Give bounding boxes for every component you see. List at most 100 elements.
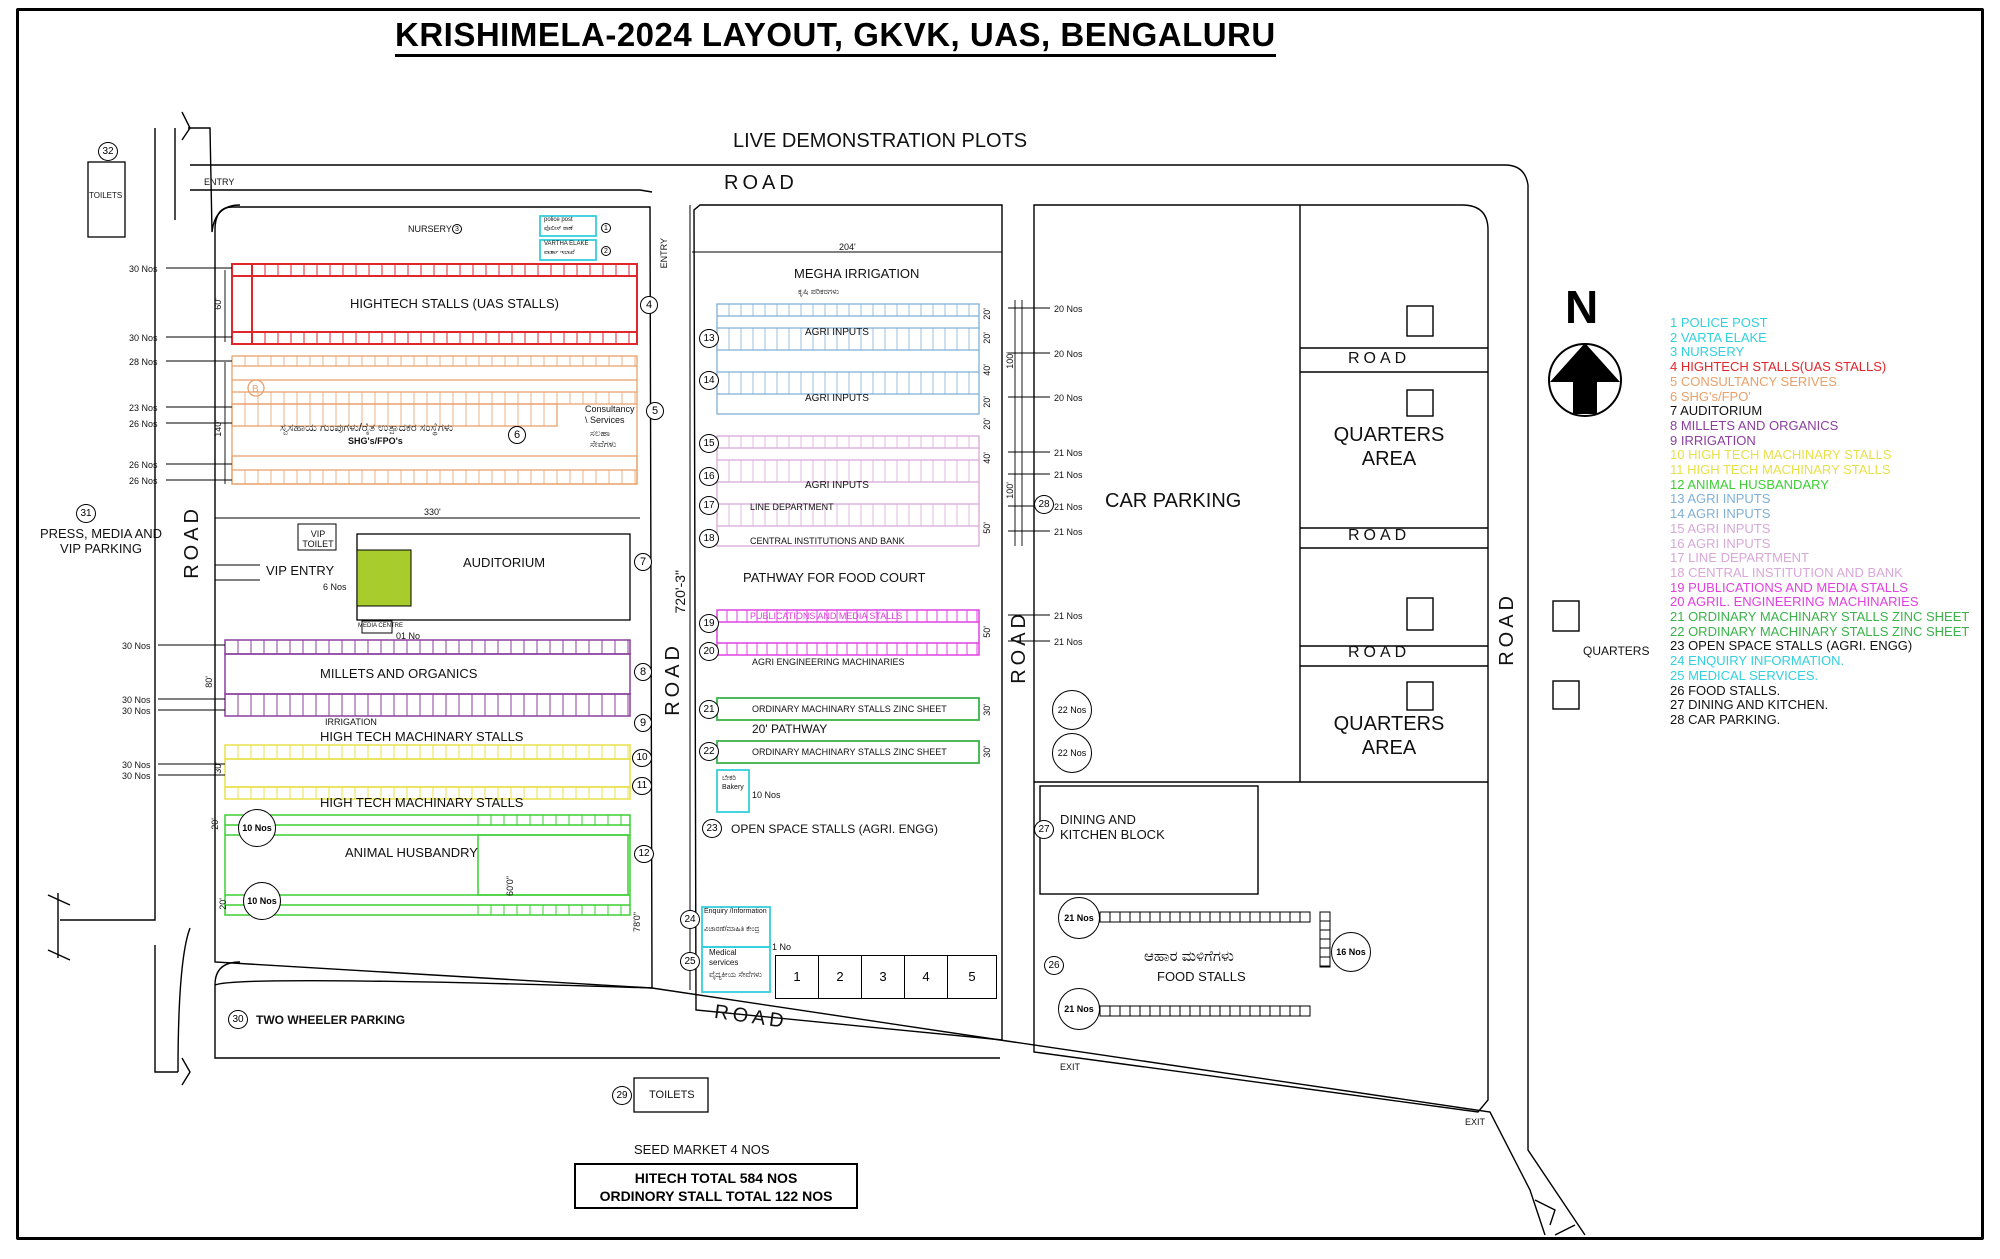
count-mid: 20 Nos xyxy=(1054,349,1083,359)
agri-inputs-label-1: AGRI INPUTS xyxy=(805,327,869,338)
entry-label: ENTRY xyxy=(204,177,235,187)
legend-item: 14 AGRI INPUTS xyxy=(1670,506,1771,522)
dim-30b: 30' xyxy=(982,746,992,758)
legend-item: 2 VARTA ELAKE xyxy=(1670,329,1767,345)
road-label-quarters-2: ROAD xyxy=(1348,527,1411,544)
marker-10: 10 xyxy=(632,749,652,767)
marker-23: 23 xyxy=(702,819,722,838)
legend-item: 5 CONSULTANCY SERIVES xyxy=(1670,373,1837,389)
road-label-left: ROAD xyxy=(181,505,203,579)
block-c-outline xyxy=(1033,204,1489,1113)
exit-label-2: EXIT xyxy=(1465,1117,1486,1127)
marker-24: 24 xyxy=(680,910,700,929)
publications-stalls xyxy=(716,609,980,656)
dim-40b: 40' xyxy=(982,452,992,464)
count-left: 26 Nos xyxy=(129,476,158,486)
dim-30a: 30' xyxy=(982,704,992,716)
legend-item: 15 AGRI INPUTS xyxy=(1670,520,1771,536)
count-mid: 21 Nos xyxy=(1054,611,1083,621)
one-no-b-label: 1 No xyxy=(772,942,792,952)
north-label: N xyxy=(1565,281,1599,333)
road-label-quarters-3: ROAD xyxy=(1348,644,1411,661)
marker-6: 6 xyxy=(508,426,526,444)
legend-item: 27 DINING AND KITCHEN. xyxy=(1670,697,1829,713)
animal-stalls xyxy=(224,814,631,916)
legend-item: 25 MEDICAL SERVICES. xyxy=(1670,667,1819,683)
auditorium-block xyxy=(297,523,631,634)
count-left: 26 Nos xyxy=(129,460,158,470)
marker-3: 3 xyxy=(452,224,462,234)
agri-inputs-stalls xyxy=(716,303,980,415)
count-circle: 21 Nos xyxy=(1058,897,1100,939)
total-hitech: HITECH TOTAL 584 NOS xyxy=(634,1170,798,1186)
count-circle: 21 Nos xyxy=(1058,988,1100,1030)
dim-20d: 20' xyxy=(982,332,992,344)
left-road-outer xyxy=(60,128,178,1073)
seed-box: 2 xyxy=(818,955,862,999)
megha-label: MEGHA IRRIGATION xyxy=(794,266,920,281)
road-label-top: ROAD xyxy=(724,172,798,194)
marker-27: 27 xyxy=(1034,820,1054,839)
vip-toilet-label: VIP TOILET xyxy=(302,529,334,549)
count-left: 30 Nos xyxy=(129,333,158,343)
marker-28: 28 xyxy=(1034,495,1054,514)
legend-item: 4 HIGHTECH STALLS(UAS STALLS) xyxy=(1670,359,1887,375)
count-mid: 21 Nos xyxy=(1054,527,1083,537)
quarters-area-label-2: QUARTERS AREA xyxy=(1333,713,1445,759)
consultancy-label: Consultancy \ Services xyxy=(585,404,635,425)
road-label-center: ROAD xyxy=(662,642,684,716)
shg-kn-label: ಸ್ವಸಹಾಯ ಗುಂಪುಗಳು/ರೈತ ಉತ್ಪಾದಕರ ಸಂಸ್ಥೆಗಳು xyxy=(280,422,454,434)
marker-30: 30 xyxy=(228,1010,248,1029)
total-ordinary: ORDINORY STALL TOTAL 122 NOS xyxy=(599,1188,833,1204)
dim-780: 78'0" xyxy=(632,912,642,932)
publications-label: PUBLICATIONS AND MEDIA STALLS xyxy=(750,611,903,621)
agri-engg-label: AGRI ENGINEERING MACHINARIES xyxy=(752,657,905,667)
marker-8: 8 xyxy=(634,663,652,681)
medical-label: Medical services xyxy=(709,948,739,967)
dim-20c: 20' xyxy=(982,308,992,320)
count-circle: 22 Nos xyxy=(1052,733,1092,773)
dim-140: 140' xyxy=(213,420,223,437)
marker-12: 12 xyxy=(634,845,654,863)
legend-item: 12 ANIMAL HUSBANDARY xyxy=(1670,476,1829,492)
enquiry-kn-label: ವಿಚಾರಣೆ/ಮಾಹಿತಿ ಕೇಂದ್ರ xyxy=(704,926,760,933)
seed-box: 3 xyxy=(861,955,905,999)
one-no-label: 01 No xyxy=(396,631,421,641)
count-circle: 10 Nos xyxy=(238,809,276,847)
marker-32: 32 xyxy=(98,142,118,161)
dim-20a: 20' xyxy=(210,818,220,830)
marker-31: 31 xyxy=(76,504,96,523)
legend-item: 17 LINE DEPARTMENT xyxy=(1670,550,1809,566)
header-live-demo: LIVE DEMONSTRATION PLOTS xyxy=(733,130,1028,152)
count-circle: 16 Nos xyxy=(1331,932,1371,972)
dim-20f: 20' xyxy=(982,418,992,430)
marker-20: 20 xyxy=(699,642,719,661)
police-post-kn-label: ಪೊಲೀಸ್ ಠಾಣೆ xyxy=(544,226,573,232)
htm-label-2: HIGH TECH MACHINARY STALLS xyxy=(320,795,524,810)
count-left: 30 Nos xyxy=(129,264,158,274)
dim-100a: 100' xyxy=(1005,352,1015,369)
dim-20e: 20' xyxy=(982,396,992,408)
legend-item: 11 HIGH TECH MACHINARY STALLS xyxy=(1670,462,1891,478)
police-post-label: police post xyxy=(544,217,573,223)
marker-29: 29 xyxy=(612,1086,632,1105)
totals-box: HITECH TOTAL 584 NOS ORDINORY STALL TOTA… xyxy=(574,1163,858,1209)
count-circle: 22 Nos xyxy=(1052,690,1092,730)
marker-18: 18 xyxy=(699,529,719,548)
bottom-road-line xyxy=(214,961,1546,1236)
count-left: 30 Nos xyxy=(122,641,151,651)
legend-item: 16 AGRI INPUTS xyxy=(1670,535,1771,551)
exit-label-1: EXIT xyxy=(1060,1062,1081,1072)
open-space-label: OPEN SPACE STALLS (AGRI. ENGG) xyxy=(731,822,938,836)
marker-19: 19 xyxy=(699,614,719,633)
irrigation-label: IRRIGATION xyxy=(325,717,377,727)
animal-label: ANIMAL HUSBANDRY xyxy=(345,845,478,860)
marker-25: 25 xyxy=(680,952,700,971)
marker-7: 7 xyxy=(634,553,652,571)
legend-item: 6 SHG's/FPO' xyxy=(1670,388,1751,404)
htm-label-1: HIGH TECH MACHINARY STALLS xyxy=(320,729,524,744)
agri-inputs-label-2: AGRI INPUTS xyxy=(805,393,869,404)
count-mid: 21 Nos xyxy=(1054,470,1083,480)
dim-30: 30' xyxy=(213,762,223,774)
